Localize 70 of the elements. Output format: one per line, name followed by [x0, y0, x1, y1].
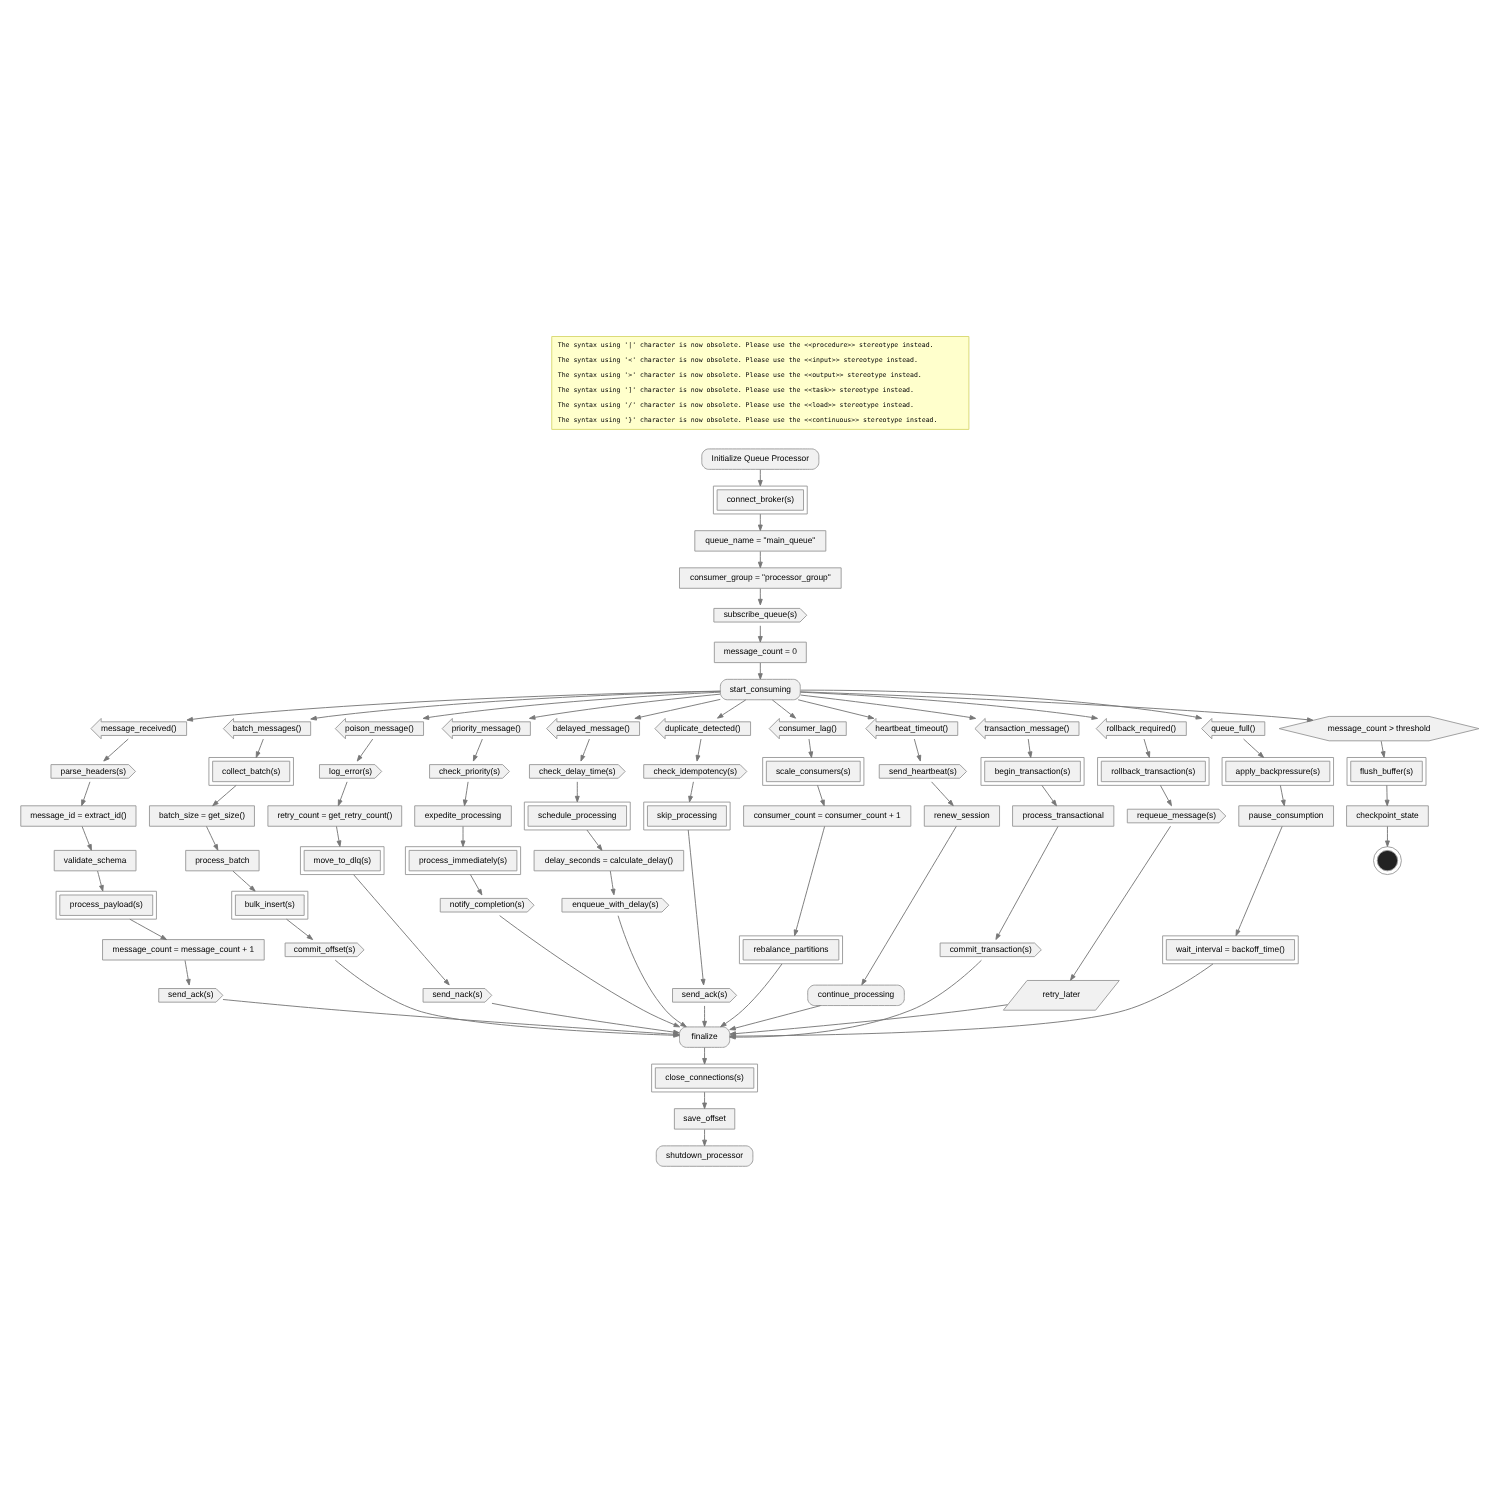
- arrow: [800, 694, 977, 720]
- arrow: [634, 698, 721, 720]
- arrow: [356, 738, 374, 762]
- arrow: [310, 690, 721, 721]
- arrow: [797, 699, 875, 720]
- arrow: [688, 781, 694, 803]
- arrow: [995, 825, 1059, 940]
- arrow: [702, 1129, 707, 1147]
- arrow: [1041, 784, 1057, 807]
- arrow: [800, 689, 1203, 720]
- arrow: [702, 1091, 707, 1110]
- arrow: [799, 691, 1098, 720]
- arrow: [286, 918, 314, 941]
- arrow: [129, 918, 168, 941]
- arrow: [687, 829, 706, 986]
- arrow: [757, 662, 763, 680]
- arrow: [720, 963, 783, 1028]
- arrow: [460, 825, 466, 847]
- arrow: [793, 825, 826, 937]
- arrow: [757, 588, 763, 606]
- arrow: [1027, 738, 1033, 758]
- arrow: [232, 870, 256, 892]
- arrow: [771, 699, 797, 719]
- arrow: [931, 781, 954, 807]
- arrow: [472, 738, 483, 762]
- arrow: [808, 738, 814, 758]
- arrow: [336, 825, 342, 847]
- arrow: [574, 781, 580, 803]
- arrow: [1279, 784, 1286, 807]
- arrow: [580, 738, 590, 762]
- arrow: [499, 915, 681, 1028]
- arrow: [422, 691, 721, 720]
- arrow: [695, 738, 702, 762]
- arrow: [702, 1047, 707, 1065]
- arrow: [186, 690, 721, 722]
- arrow: [184, 959, 191, 986]
- arrow: [97, 870, 104, 892]
- arrow: [206, 825, 219, 851]
- arrow: [1385, 825, 1390, 847]
- arrow: [1159, 784, 1172, 807]
- arrow: [212, 784, 237, 807]
- arrow: [757, 469, 763, 487]
- arrow: [702, 1005, 707, 1028]
- arrow: [757, 625, 763, 643]
- arrow: [586, 829, 603, 851]
- arrow: [617, 915, 687, 1028]
- arrow: [800, 691, 1314, 723]
- arrow: [717, 699, 747, 719]
- arrow: [103, 738, 129, 762]
- arrow: [817, 784, 825, 807]
- arrow: [757, 551, 763, 569]
- arrow: [528, 693, 721, 720]
- arrow: [81, 825, 92, 851]
- arrow: [353, 874, 450, 986]
- arrow: [757, 513, 763, 532]
- arrow: [337, 781, 348, 807]
- arrow: [913, 738, 922, 762]
- arrow: [729, 1005, 821, 1031]
- arrow: [1243, 738, 1265, 758]
- arrow: [1235, 825, 1283, 937]
- arrow: [1143, 738, 1151, 758]
- arrow: [1070, 825, 1171, 981]
- arrow: [1384, 784, 1390, 807]
- arrow: [255, 738, 264, 758]
- arrow: [861, 825, 957, 986]
- arrow: [1380, 740, 1386, 758]
- arrow: [81, 781, 91, 807]
- arrow: [462, 781, 469, 807]
- arrow: [609, 870, 616, 896]
- arrow: [469, 874, 483, 896]
